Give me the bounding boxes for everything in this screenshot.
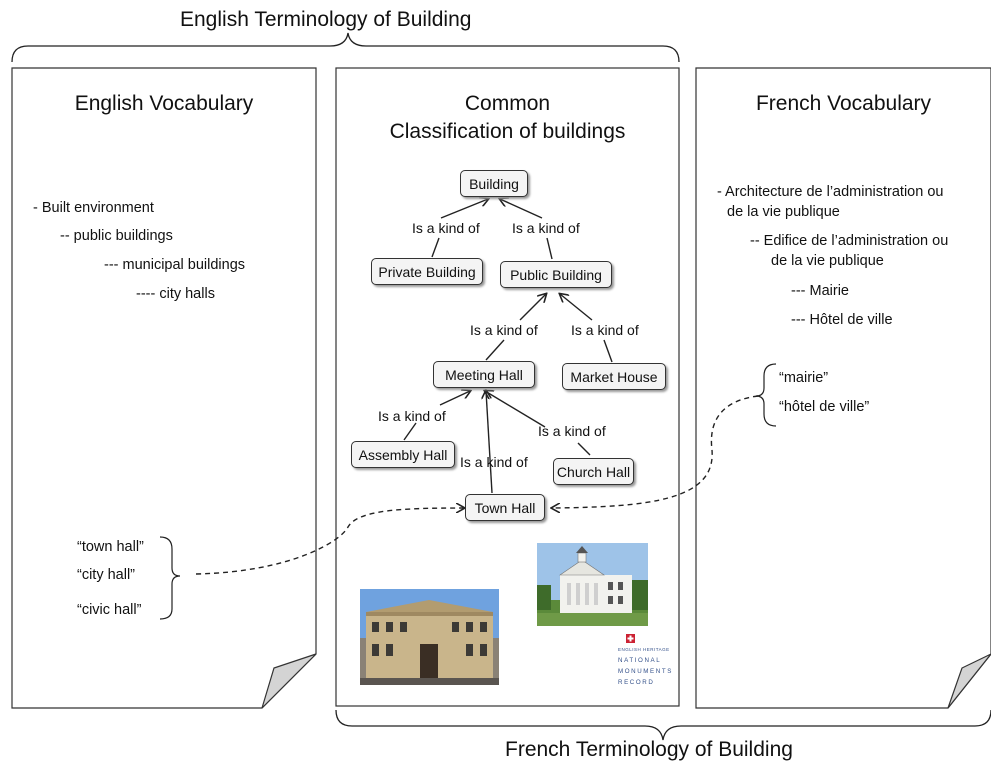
arrow-labelD-public	[560, 294, 593, 321]
french-item-1-line1: - Architecture de l’administration ou	[717, 184, 944, 200]
relation-label-market-house: Is a kind of	[571, 322, 639, 338]
logo-line-2: NATIONAL	[618, 657, 662, 664]
french-term-mairie: “mairie”	[779, 370, 829, 386]
connector-church-labelF	[577, 442, 591, 456]
node-building: Building	[460, 170, 528, 197]
relation-label-private-building: Is a kind of	[412, 220, 480, 236]
french-item-4: --- Hôtel de ville	[791, 312, 893, 328]
english-term-city-hall: “city hall”	[77, 567, 136, 583]
heritage-cross-icon	[626, 634, 635, 643]
logo-line-3: MONUMENTS	[618, 668, 673, 675]
logo-line-1: ENGLISH HERITAGE	[618, 647, 670, 652]
connector-market-labelD	[603, 339, 613, 363]
arrow-labelF-meeting	[485, 391, 546, 428]
french-terms-dashed-link	[552, 395, 759, 508]
common-panel-title-line2: Classification of buildings	[389, 120, 626, 143]
french-term-hotel-de-ville: “hôtel de ville”	[779, 399, 870, 415]
french-item-2-line1: -- Edifice de l’administration ou	[750, 233, 949, 249]
common-panel-title-line1: Common	[464, 92, 551, 115]
top-heading: English Terminology of Building	[180, 8, 472, 31]
top-brace	[11, 32, 680, 63]
node-meeting-hall: Meeting Hall	[433, 361, 535, 388]
english-item-3: --- municipal buildings	[104, 257, 246, 273]
node-public-building: Public Building	[500, 261, 612, 288]
arrow-labelA-building	[440, 199, 488, 219]
english-term-town-hall: “town hall”	[77, 539, 144, 555]
relation-label-town-hall: Is a kind of	[460, 454, 528, 470]
hierarchy-arrows	[403, 199, 613, 494]
node-private-building: Private Building	[371, 258, 483, 285]
arrow-townhall-meeting	[486, 391, 493, 494]
english-term-civic-hall: “civic hall”	[77, 602, 142, 618]
relation-label-church-hall: Is a kind of	[538, 423, 606, 439]
node-assembly-hall: Assembly Hall	[351, 441, 455, 468]
connector-public-labelB	[546, 237, 553, 260]
meeting-house-photo	[537, 543, 648, 626]
french-panel-frame	[695, 67, 991, 709]
english-item-4: ---- city halls	[136, 286, 215, 302]
english-panel-title: English Vocabulary	[74, 92, 254, 115]
english-terms-dashed-link	[195, 508, 464, 575]
bottom-heading: French Terminology of Building	[505, 738, 793, 761]
relation-label-assembly-hall: Is a kind of	[378, 408, 446, 424]
connector-private-labelA	[431, 237, 440, 258]
english-item-1: - Built environment	[33, 200, 154, 216]
bottom-brace	[335, 709, 991, 741]
arrow-labelC-public	[519, 294, 546, 321]
french-item-1-line2: de la vie publique	[727, 204, 840, 220]
arrow-labelB-building	[500, 199, 543, 219]
french-item-3: --- Mairie	[791, 283, 849, 299]
french-panel-title: French Vocabulary	[755, 92, 932, 115]
arrow-labelE-meeting	[439, 391, 470, 406]
relation-label-public-building: Is a kind of	[512, 220, 580, 236]
french-item-2-line2: de la vie publique	[771, 253, 884, 269]
node-town-hall: Town Hall	[465, 494, 545, 521]
connector-assembly-labelE	[403, 422, 417, 441]
node-market-house: Market House	[562, 363, 666, 390]
english-item-2: -- public buildings	[60, 228, 173, 244]
logo-line-4: RECORD	[618, 679, 655, 686]
relation-label-meeting-hall: Is a kind of	[470, 322, 538, 338]
connector-meeting-labelC	[485, 339, 505, 361]
english-panel-frame	[11, 67, 317, 709]
town-hall-photo	[360, 589, 499, 685]
node-church-hall: Church Hall	[553, 458, 634, 485]
english-terms-brace	[159, 536, 181, 620]
